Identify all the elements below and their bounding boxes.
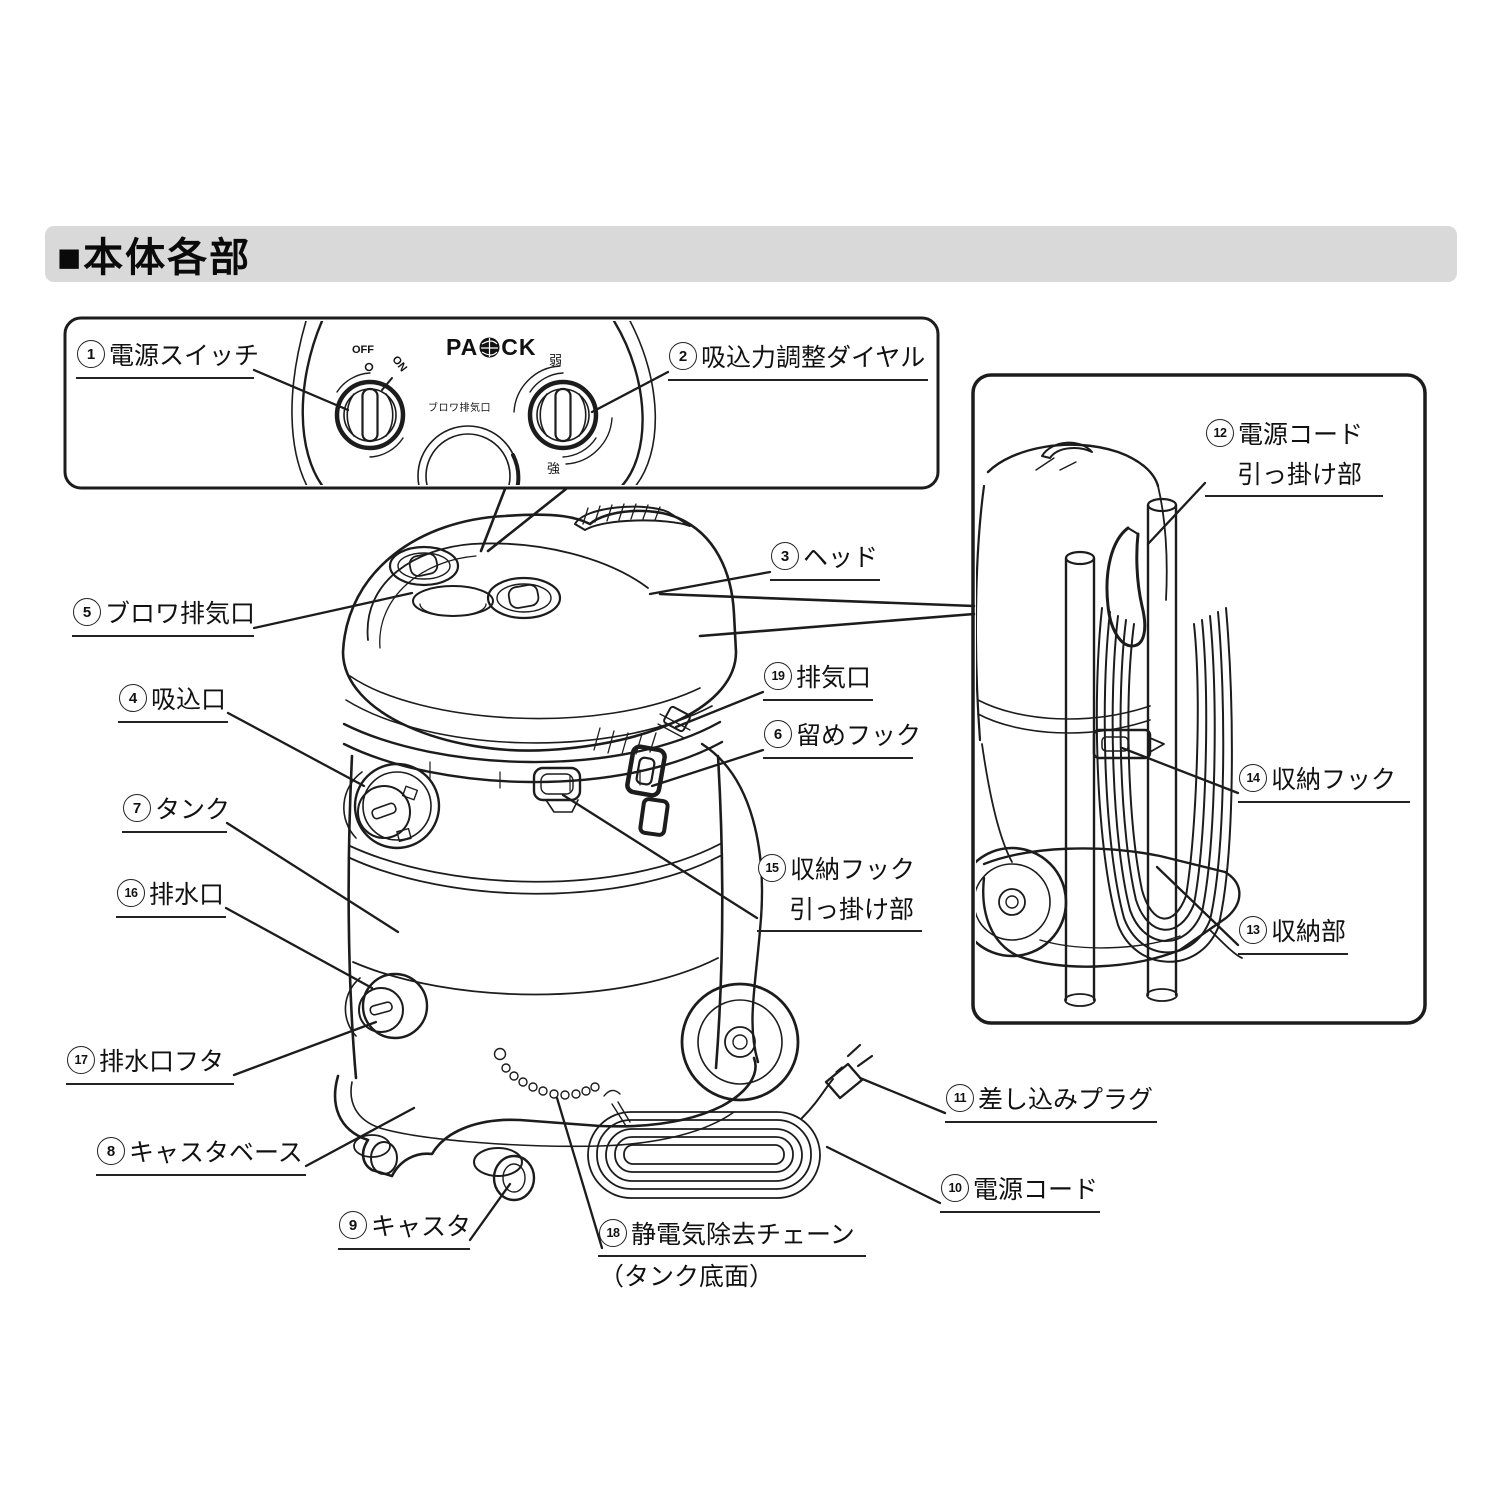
part-label-1: 1 電源スイッチ <box>76 336 259 379</box>
part-name-1: 電源スイッチ <box>109 342 260 370</box>
part-label-13: 13 収納部 <box>1238 912 1348 955</box>
part-label-16: 16 排水口 <box>116 875 226 918</box>
part-number-7: 7 <box>123 794 151 822</box>
part-name-16: 排水口 <box>149 881 225 909</box>
dial-strong-marking: 強 <box>547 461 561 476</box>
part-label-8: 8 キャスタベース <box>96 1133 306 1176</box>
section-title-bar: ■本体各部 <box>45 226 1457 282</box>
part-number-5: 5 <box>73 598 101 626</box>
section-title: ■本体各部 <box>57 236 252 280</box>
part-number-9: 9 <box>339 1211 367 1239</box>
part-name-13: 収納部 <box>1271 918 1347 946</box>
part-number-6: 6 <box>764 720 792 748</box>
control-panel-drawing <box>291 321 657 485</box>
pointer-wedges <box>479 487 976 638</box>
part-name-10: 電源コード <box>973 1176 1099 1204</box>
leader-lines <box>224 368 1240 1250</box>
part-label-9: 9 キャスタ <box>338 1207 472 1250</box>
part-number-3: 3 <box>771 542 799 570</box>
storage-inset-box <box>971 373 1427 1025</box>
storage-view-drawing <box>976 441 1243 1007</box>
part-label-2: 2 吸込力調整ダイヤル <box>668 338 928 381</box>
dial-weak-marking: 弱 <box>549 353 563 368</box>
part-name-15: 収納フック <box>790 856 916 884</box>
part-label-4: 4 吸込口 <box>118 680 228 723</box>
part-number-17: 17 <box>67 1046 95 1074</box>
part-name-5: ブロワ排気口 <box>105 600 256 628</box>
part-label-3: 3 ヘッド <box>770 538 880 581</box>
part-name-3: ヘッド <box>803 544 879 572</box>
part-name-14: 収納フック <box>1271 766 1397 794</box>
part-name-4: 吸込口 <box>151 686 227 714</box>
part-label-7: 7 タンク <box>122 790 231 833</box>
part-number-2: 2 <box>669 342 697 370</box>
part-label-6: 6 留めフック <box>763 716 921 759</box>
part-number-12: 12 <box>1206 419 1234 447</box>
brand-suffix: CK <box>501 334 537 360</box>
part-name-9: キャスタ <box>371 1213 472 1241</box>
part-name-7: タンク <box>155 796 231 824</box>
part-number-15: 15 <box>758 854 786 882</box>
part-name-2: 吸込力調整ダイヤル <box>701 344 926 372</box>
part-number-11: 11 <box>946 1084 974 1112</box>
part-name-11: 差し込みプラグ <box>978 1086 1154 1114</box>
part-number-14: 14 <box>1239 764 1267 792</box>
part-number-1: 1 <box>77 340 105 368</box>
brand-logo: PA CK <box>446 334 536 361</box>
part-name-6: 留めフック <box>796 722 922 750</box>
part-label-11: 11 差し込みプラグ <box>945 1080 1157 1123</box>
part-name-12b: 引っ掛け部 <box>1237 461 1363 489</box>
part-label-19: 19 排気口 <box>763 658 873 701</box>
part-number-18: 18 <box>599 1219 627 1247</box>
part-number-10: 10 <box>941 1174 969 1202</box>
part-number-8: 8 <box>97 1137 125 1165</box>
part-label-17: 17 排水口フタ <box>66 1042 234 1085</box>
part-name-12: 電源コード <box>1238 421 1364 449</box>
part-number-19: 19 <box>764 662 792 690</box>
part-number-16: 16 <box>117 879 145 907</box>
part-name-18: 静電気除去チェーン <box>631 1221 855 1249</box>
part-name-8: キャスタベース <box>129 1139 303 1167</box>
brand-prefix: PA <box>446 334 479 360</box>
part-name-17: 排水口フタ <box>99 1048 225 1076</box>
paock-globe-icon <box>479 337 500 358</box>
part-label-10: 10 電源コード <box>940 1170 1100 1213</box>
blower-port-caption: ブロワ排気口 <box>428 403 491 414</box>
part-name-18b: （タンク底面） <box>599 1263 775 1291</box>
part-label-5: 5 ブロワ排気口 <box>72 594 256 637</box>
part-label-14: 14 収納フック <box>1238 760 1410 803</box>
part-number-4: 4 <box>119 684 147 712</box>
vacuum-main-drawing <box>333 503 874 1202</box>
part-name-19: 排気口 <box>796 664 872 692</box>
control-panel-inset-box <box>63 316 940 490</box>
switch-off-marking: OFF <box>352 344 374 356</box>
part-number-13: 13 <box>1239 916 1267 944</box>
part-name-15b: 引っ掛け部 <box>789 896 915 924</box>
